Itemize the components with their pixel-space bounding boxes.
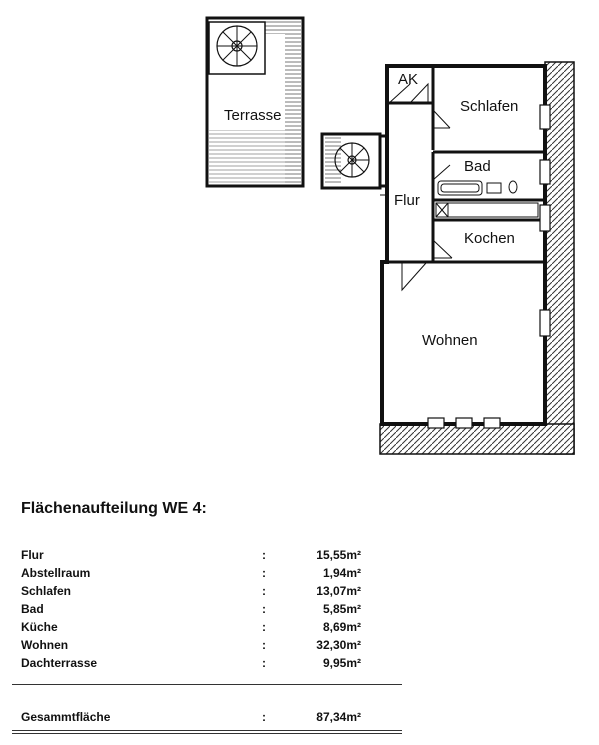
floor-plan: Terrasse: [205, 16, 575, 455]
room-label-schlafen: Schlafen: [460, 98, 518, 115]
area-row: Bad : 5,85m²: [21, 602, 361, 616]
area-row: Küche : 8,69m²: [21, 620, 361, 634]
room-label-flur: Flur: [394, 192, 420, 209]
divider-line-double-bottom: [12, 733, 402, 734]
room-label-ak: AK: [398, 71, 418, 88]
area-row: Wohnen : 32,30m²: [21, 638, 361, 652]
roof-strip-bottom: [379, 423, 575, 455]
windows-right: [539, 104, 551, 337]
spiral-stair-terrasse-icon: [208, 21, 266, 75]
area-total-row: Gesammtfläche : 87,34m²: [21, 710, 361, 724]
area-row: Schlafen : 13,07m²: [21, 584, 361, 598]
room-label-terrasse: Terrasse: [224, 107, 282, 124]
divider-line: [12, 684, 402, 685]
room-label-bad: Bad: [464, 158, 491, 175]
area-row: Abstellraum : 1,94m²: [21, 566, 361, 580]
room-label-wohnen: Wohnen: [422, 332, 478, 349]
fixtures: [435, 180, 539, 218]
room-label-kochen: Kochen: [464, 230, 515, 247]
area-table-title: Flächenaufteilung WE 4:: [21, 500, 207, 517]
terrasse-area: [205, 16, 305, 188]
divider-line-double-top: [12, 730, 402, 731]
area-row: Flur : 15,55m²: [21, 548, 361, 562]
doors: [380, 82, 453, 292]
stair-flur-icon: [320, 132, 382, 190]
area-row: Dachterrasse : 9,95m²: [21, 656, 361, 670]
windows-bottom: [427, 417, 501, 429]
